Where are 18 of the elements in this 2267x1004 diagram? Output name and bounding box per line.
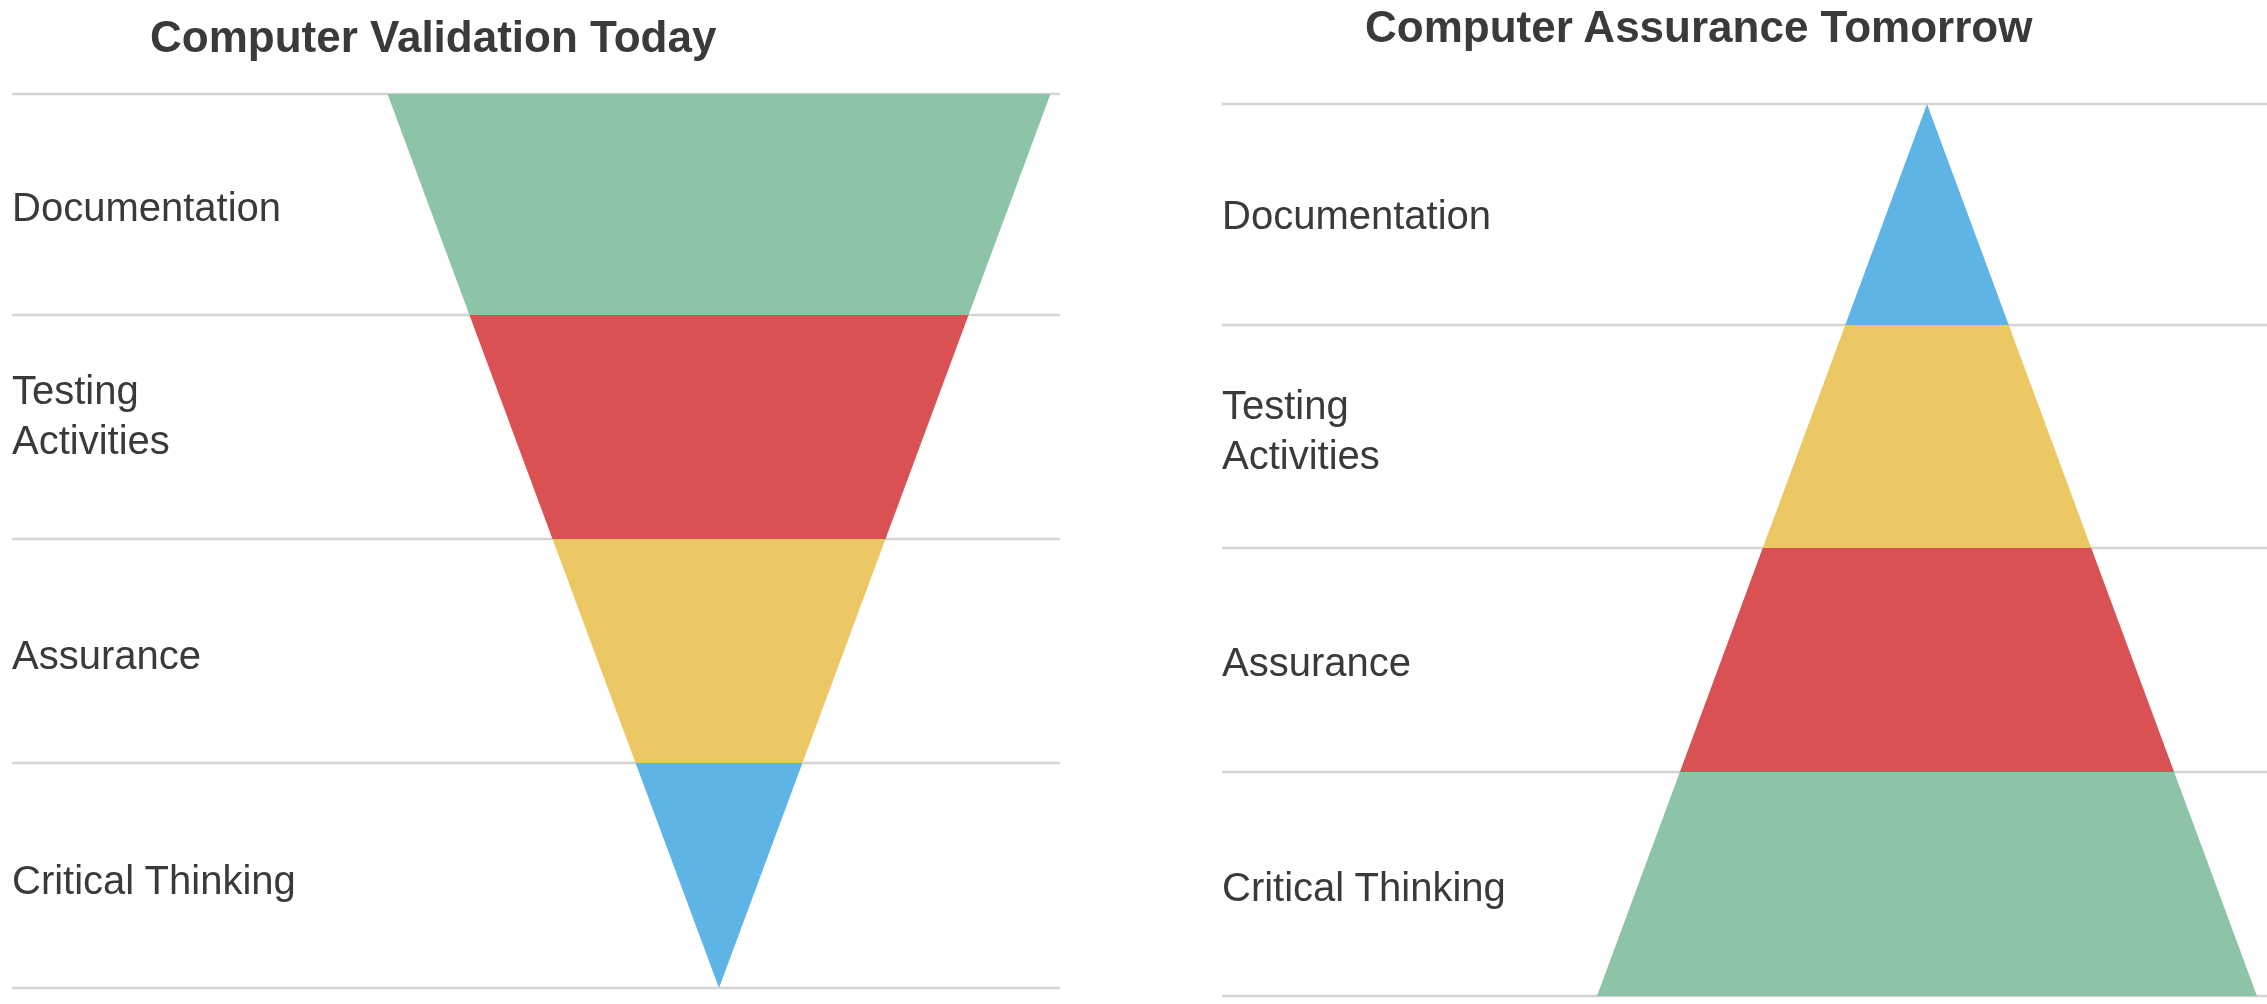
row-label: Documentation [12, 184, 282, 231]
row-label: Assurance [12, 632, 201, 679]
row-label: Documentation [1222, 192, 1492, 239]
pyramid-band [1597, 772, 2257, 996]
row-label: Assurance [1222, 639, 1411, 686]
row-label: Critical Thinking [12, 857, 296, 904]
row-label: Testing Activities [12, 367, 171, 464]
panel-heading: Computer Validation Today [150, 12, 717, 62]
pyramid-band [1679, 548, 2175, 772]
pyramid-band [635, 763, 803, 988]
row-label: Critical Thinking [1222, 864, 1506, 911]
pyramid-band [387, 94, 1051, 315]
pyramid-band [1845, 104, 2009, 325]
row-label: Testing Activities [1222, 382, 1381, 479]
panel-heading: Computer Assurance Tomorrow [1365, 2, 2033, 52]
pyramid-band [469, 315, 969, 539]
pyramid-band [1762, 325, 2092, 548]
pyramid-band [552, 539, 886, 763]
